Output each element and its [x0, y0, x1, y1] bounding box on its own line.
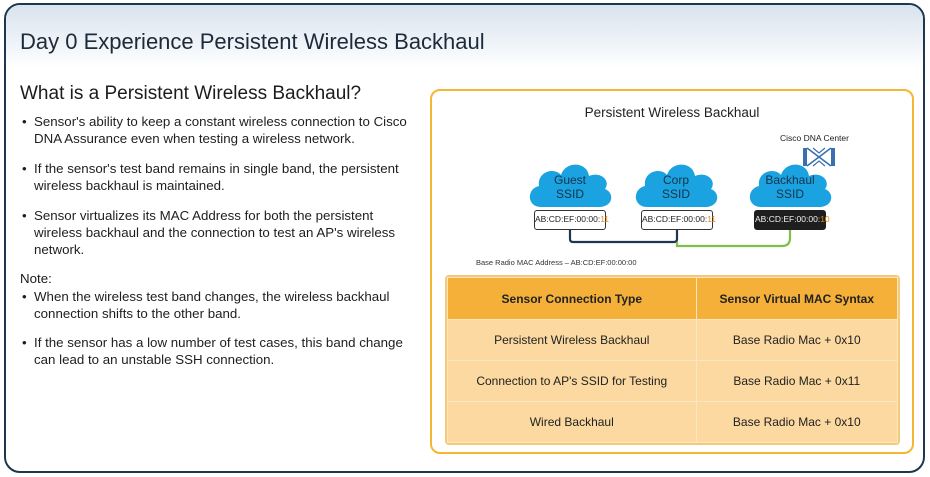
note-item: If the sensor has a low number of test c…	[20, 334, 410, 368]
note-item: When the wireless test band changes, the…	[20, 288, 410, 322]
table-cell: Connection to AP's SSID for Testing	[447, 360, 697, 402]
cloud-icon	[749, 164, 832, 207]
mac-address-box: AB:CD:EF:00:00:11	[641, 210, 716, 230]
column-header: Sensor Virtual MAC Syntax	[695, 277, 899, 320]
table-row: Connection to AP's SSID for Testing Base…	[447, 360, 899, 402]
page-title: Day 0 Experience Persistent Wireless Bac…	[20, 29, 485, 54]
table-cell: Base Radio Mac + 0x11	[695, 360, 899, 402]
slide-frame: Day 0 Experience Persistent Wireless Bac…	[4, 3, 925, 473]
mac-address-box-backhaul: AB:CD:EF:00:00:10	[754, 210, 830, 230]
note-label: Note:	[20, 271, 52, 286]
table-row: Wired Backhaul Base Radio Mac + 0x10	[447, 401, 899, 443]
table-cell: Wired Backhaul	[447, 401, 697, 443]
table-cell: Persistent Wireless Backhaul	[447, 319, 697, 361]
connection-lines	[568, 225, 792, 248]
table-cell: Base Radio Mac + 0x10	[695, 319, 899, 361]
dna-center-label: Cisco DNA Center	[780, 133, 849, 143]
diagram-title: Persistent Wireless Backhaul	[584, 105, 760, 120]
diagram-panel: Persistent Wireless Backhaul Cisco DNA C…	[430, 89, 914, 454]
note-list: When the wireless test band changes, the…	[20, 288, 410, 368]
section-heading: What is a Persistent Wireless Backhaul?	[20, 83, 362, 104]
bullet-list: Sensor's ability to keep a constant wire…	[20, 113, 410, 258]
network-device-icon	[803, 147, 835, 167]
column-header: Sensor Connection Type	[447, 277, 697, 320]
bullet-item: If the sensor's test band remains in sin…	[20, 160, 410, 194]
mac-syntax-table: Sensor Connection Type Sensor Virtual MA…	[445, 275, 900, 445]
link-backhaul	[675, 225, 792, 248]
cloud-icon	[635, 164, 718, 207]
bullet-item: Sensor virtualizes its MAC Address for b…	[20, 207, 410, 258]
title-band	[6, 5, 923, 67]
text-column: What is a Persistent Wireless Backhaul? …	[20, 83, 410, 380]
table-row: Persistent Wireless Backhaul Base Radio …	[447, 319, 899, 361]
base-radio-mac: Base Radio MAC Address – AB:CD:EF:00:00:…	[476, 258, 637, 267]
link-guest-corp	[568, 225, 679, 244]
mac-address-box: AB:CD:EF:00:00:11	[534, 210, 609, 230]
table-cell: Base Radio Mac + 0x10	[695, 401, 899, 443]
cloud-icon	[529, 164, 612, 207]
table-header-row: Sensor Connection Type Sensor Virtual MA…	[447, 277, 899, 320]
bullet-item: Sensor's ability to keep a constant wire…	[20, 113, 410, 147]
